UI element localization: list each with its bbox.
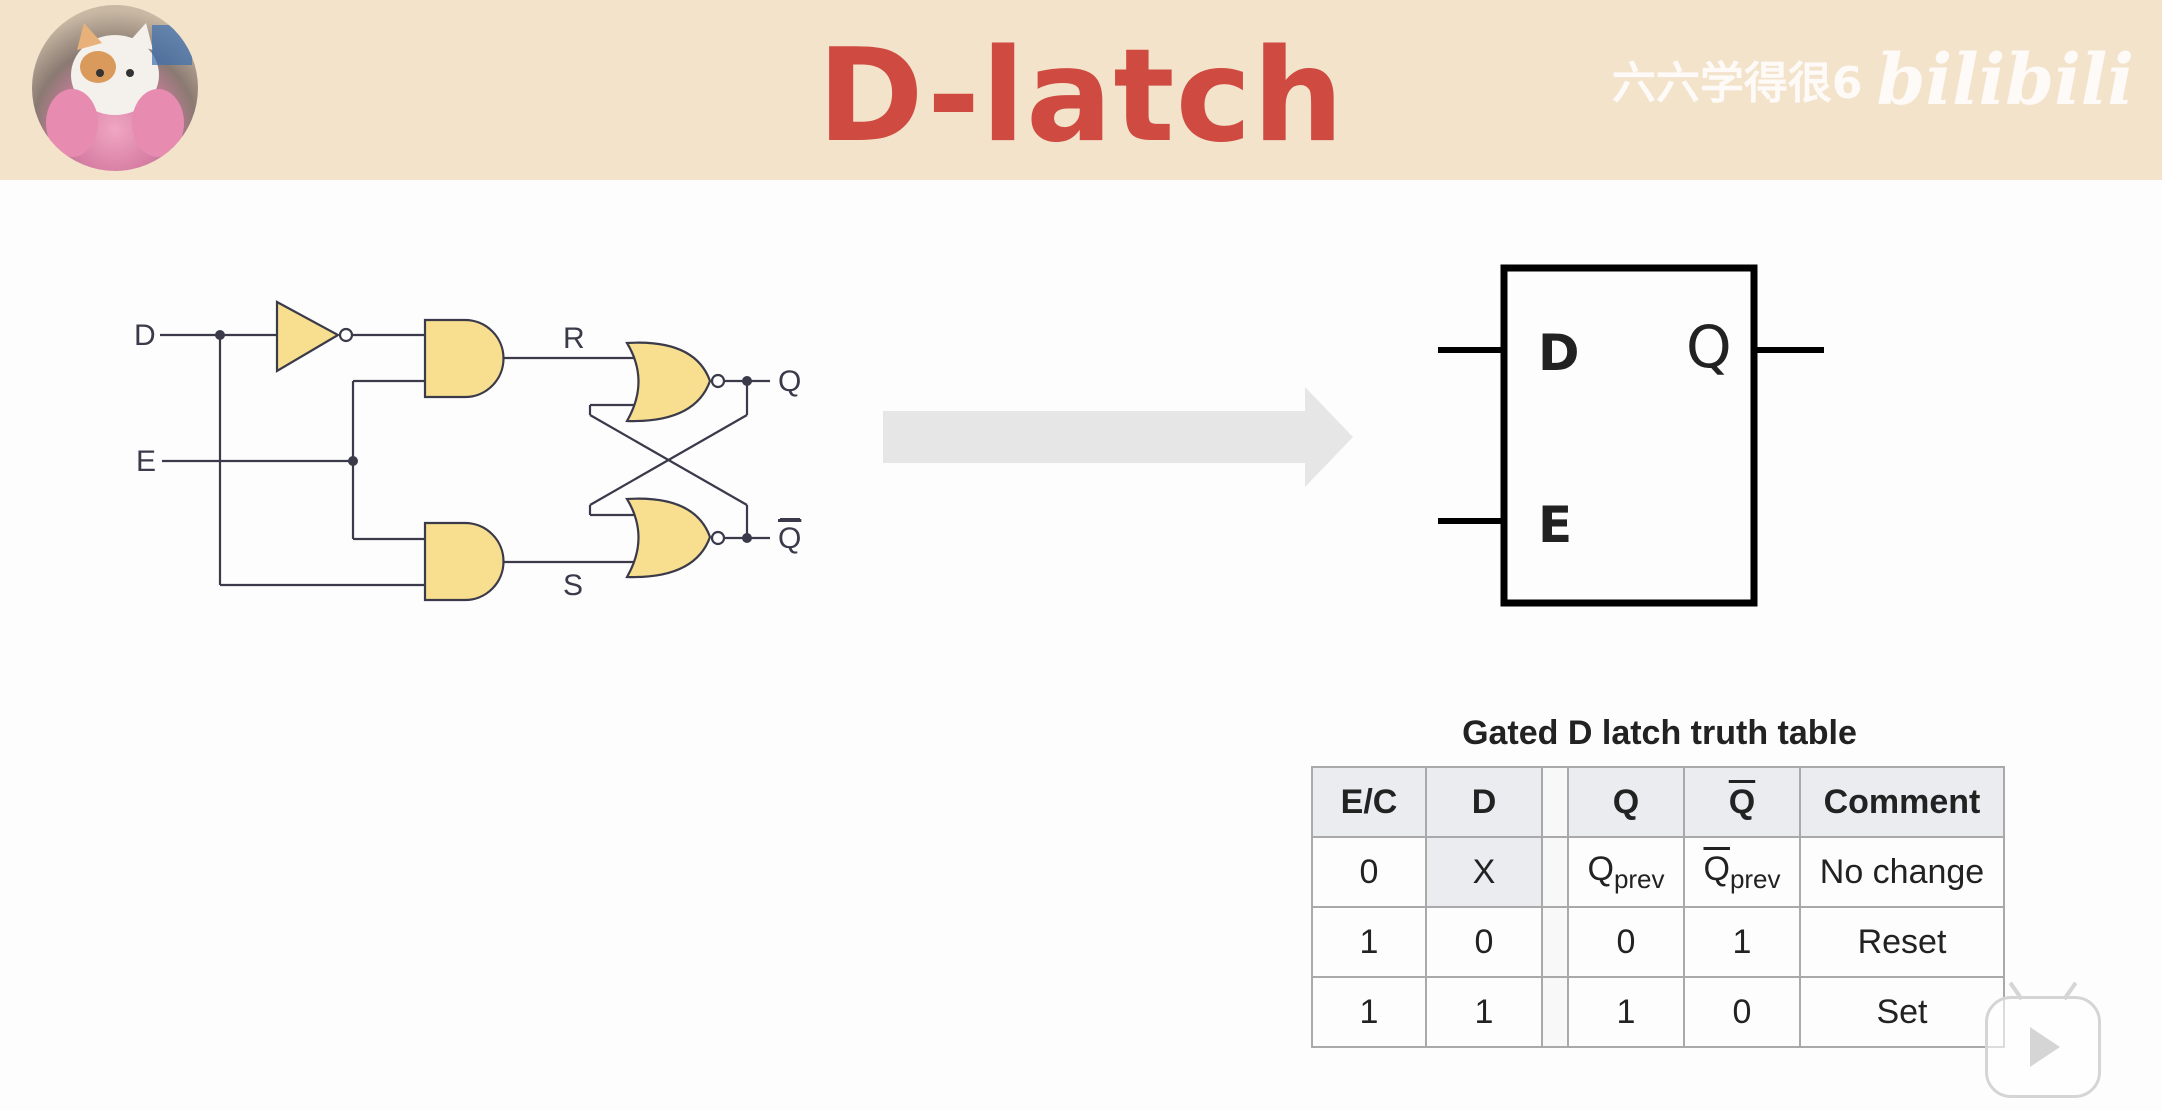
cell-qbar: 0 [1683, 976, 1801, 1048]
cell-ec: 1 [1311, 976, 1427, 1048]
label-s: S [563, 569, 583, 602]
table-spacer [1541, 906, 1569, 978]
nor-gate-bottom [625, 497, 726, 579]
d-latch-block-symbol: D E Q [1438, 264, 1824, 607]
header-d: D [1425, 766, 1543, 838]
cell-d: X [1425, 836, 1543, 908]
cell-d: 1 [1425, 976, 1543, 1048]
table-spacer [1541, 976, 1569, 1048]
table-row: 0 X Qprev Qprev No change [1311, 836, 2005, 908]
block-pin-q: Q [1686, 313, 1732, 381]
play-icon [2030, 1027, 2060, 1067]
avatar [32, 5, 198, 171]
table-spacer [1541, 766, 1569, 838]
block-pin-d: D [1538, 324, 1580, 382]
cell-q: 0 [1567, 906, 1685, 978]
play-button[interactable] [1985, 981, 2101, 1098]
table-header-row: E/C D Q Q Comment [1311, 766, 2005, 838]
header-comment: Comment [1799, 766, 2005, 838]
watermark-brand: bilibili [1876, 38, 2134, 121]
cell-comment: No change [1799, 836, 2005, 908]
cell-comment: Reset [1799, 906, 2005, 978]
output-label-q: Q [778, 365, 801, 398]
watermark: 六六学得很6 bilibili [1612, 38, 2134, 121]
page-title: D-latch [817, 22, 1345, 171]
header-ec: E/C [1311, 766, 1427, 838]
table-row: 1 0 0 1 Reset [1311, 906, 2005, 978]
cell-ec: 0 [1311, 836, 1427, 908]
not-gate [275, 300, 354, 373]
nor-gate-top [625, 341, 726, 423]
header-qbar: Q [1683, 766, 1801, 838]
cell-q: 1 [1567, 976, 1685, 1048]
watermark-text: 六六学得很6 [1611, 58, 1863, 109]
d-latch-circuit: D E R S Q Q [134, 300, 801, 602]
output-label-qbar: Q [778, 522, 801, 555]
table-row: 1 1 1 0 Set [1311, 976, 2005, 1048]
label-r: R [563, 322, 585, 355]
cell-ec: 1 [1311, 906, 1427, 978]
cell-qbar: 1 [1683, 906, 1801, 978]
table-spacer [1541, 836, 1569, 908]
truth-table-caption: Gated D latch truth table [1462, 714, 1857, 752]
and-gate-bottom [423, 521, 505, 602]
arrow-icon [883, 387, 1353, 487]
cell-qbar: Qprev [1683, 836, 1801, 908]
header-q: Q [1567, 766, 1685, 838]
block-pin-e: E [1538, 496, 1572, 554]
header-bar: D-latch 六六学得很6 bilibili [0, 0, 2162, 180]
cell-d: 0 [1425, 906, 1543, 978]
input-label-d: D [134, 319, 156, 352]
cell-q: Qprev [1567, 836, 1685, 908]
and-gate-top [423, 318, 505, 399]
input-label-e: E [136, 445, 156, 478]
truth-table: E/C D Q Q Comment 0 X Qprev Qprev No cha… [1311, 766, 2005, 1048]
cell-comment: Set [1799, 976, 2005, 1048]
